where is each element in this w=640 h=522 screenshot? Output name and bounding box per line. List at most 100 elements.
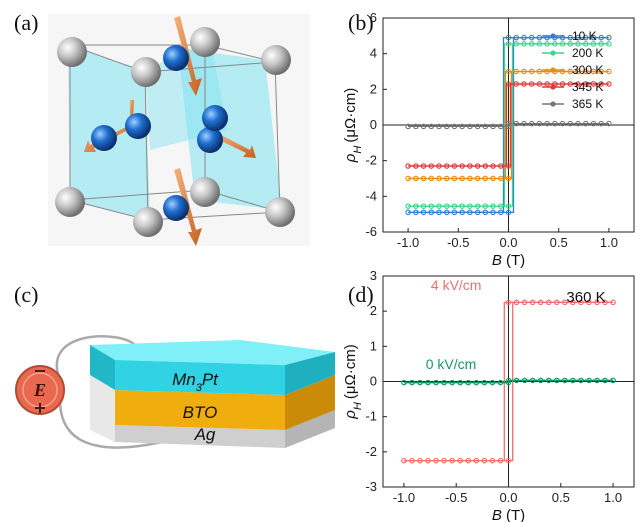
y-tick-label: -4 — [365, 188, 377, 203]
loop-branch-down — [403, 379, 614, 384]
y-tick-label: -2 — [365, 153, 377, 168]
data-point — [513, 81, 519, 87]
data-point — [428, 163, 434, 169]
data-point — [459, 203, 465, 209]
data-point — [482, 163, 489, 169]
bto-layer-front — [115, 390, 285, 430]
data-point — [490, 209, 496, 216]
data-point — [505, 163, 512, 169]
data-point — [598, 34, 604, 41]
ag-label: Ag — [194, 425, 216, 444]
legend-label: 365 K — [572, 97, 603, 111]
data-point — [436, 203, 442, 209]
y-tick-label: 3 — [370, 268, 377, 283]
data-point — [490, 163, 496, 169]
data-point — [465, 457, 471, 464]
data-point — [459, 163, 465, 169]
data-point — [544, 120, 550, 127]
data-point — [417, 379, 423, 386]
data-point — [409, 457, 415, 464]
data-point — [586, 299, 592, 306]
data-point — [498, 175, 504, 182]
y-tick-label: -2 — [365, 444, 377, 459]
series-200-k — [405, 41, 612, 209]
data-point — [537, 377, 544, 384]
data-point — [606, 81, 612, 87]
pt-atom — [190, 177, 220, 207]
x-tick-label: 0.5 — [552, 490, 570, 505]
data-point — [606, 34, 612, 41]
mnpt-label: Mn3Pt — [172, 370, 219, 394]
data-point — [457, 457, 463, 464]
data-point — [590, 34, 597, 41]
y-axis-label: ρH(μΩ·cm) — [342, 88, 364, 163]
data-point — [505, 120, 512, 127]
data-point — [482, 175, 489, 182]
x-tick-label: 0.0 — [499, 235, 517, 250]
y-tick-label: 0 — [370, 374, 377, 389]
data-point — [505, 379, 512, 386]
x-axis-label: B (T) — [492, 252, 525, 269]
legend-marker — [550, 101, 556, 107]
data-point — [481, 379, 488, 386]
stack-left — [90, 375, 115, 442]
data-point — [505, 123, 512, 130]
data-point — [505, 209, 512, 216]
data-point — [536, 81, 543, 87]
series-label-4kv: 4 kV/cm — [431, 277, 482, 293]
data-point — [425, 457, 431, 464]
data-point — [417, 457, 423, 464]
data-point — [610, 299, 616, 306]
data-point — [420, 123, 427, 130]
x-tick-label: 1.0 — [600, 235, 618, 250]
data-point — [482, 123, 489, 130]
data-point — [575, 81, 581, 87]
data-point — [490, 123, 496, 130]
data-point — [474, 123, 481, 130]
data-point — [513, 68, 519, 75]
data-point — [536, 34, 543, 41]
data-point — [583, 34, 589, 41]
data-point — [401, 379, 407, 386]
data-point — [546, 377, 552, 384]
legend-label: 300 K — [572, 63, 603, 77]
data-point — [420, 175, 427, 182]
data-point — [513, 299, 520, 306]
mn-plane — [178, 48, 282, 210]
data-point — [449, 457, 455, 464]
data-point — [583, 68, 589, 75]
data-point — [590, 120, 597, 127]
data-point — [467, 163, 473, 169]
data-point — [554, 377, 560, 384]
data-point — [521, 120, 527, 127]
data-point — [567, 34, 573, 41]
data-point — [474, 175, 481, 182]
data-point — [459, 209, 465, 216]
data-point — [413, 209, 419, 216]
data-point — [459, 123, 465, 130]
bto-layer-side — [285, 375, 335, 430]
data-point — [606, 68, 612, 75]
legend-marker — [550, 67, 556, 73]
data-point — [482, 209, 489, 216]
pt-atom — [133, 207, 163, 237]
circuit-wire — [55, 335, 136, 381]
y-tick-label: 2 — [370, 81, 377, 96]
data-point — [544, 41, 550, 47]
x-tick-label: 1.0 — [604, 490, 622, 505]
data-point — [562, 377, 568, 384]
data-point — [413, 175, 419, 182]
data-point — [552, 41, 558, 47]
data-point — [441, 457, 447, 464]
data-point — [528, 34, 535, 41]
data-point — [536, 68, 543, 75]
mnpt-layer-top — [90, 340, 335, 365]
data-point — [505, 41, 512, 47]
data-point — [433, 457, 439, 464]
data-point — [594, 377, 600, 384]
temperature-annotation: 360 K — [566, 289, 605, 306]
data-point — [536, 120, 543, 127]
data-point — [473, 379, 480, 386]
